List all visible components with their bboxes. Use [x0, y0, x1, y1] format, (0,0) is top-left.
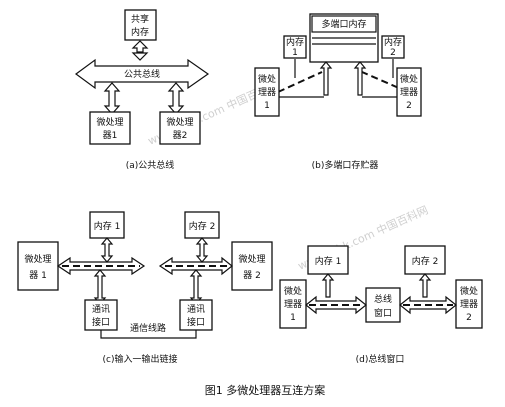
panel-a-caption: (a)公共总线	[126, 159, 175, 171]
panel-c-port1-label-1: 通讯	[92, 304, 110, 315]
bus-window-label-2: 窗口	[374, 307, 392, 319]
panel-d-mem1-box	[307, 245, 349, 275]
panel-d-cpu2-label-1: 微处	[460, 285, 478, 297]
panel-c-cpu2-box	[231, 241, 273, 291]
panel-a-cpu2-label-1: 微处理	[166, 116, 193, 128]
panel-c-mem2-label: 内存 2	[189, 220, 216, 232]
cpu1-bus-arrow	[103, 82, 121, 115]
panel-d-mem2-label: 内存 2	[412, 255, 439, 267]
panel-d-caption: (d)总线窗口	[356, 353, 405, 365]
panel-d-bus1	[305, 295, 367, 315]
memory-bus-arrow	[131, 40, 149, 61]
cpu2-bus-arrow	[167, 82, 185, 115]
panel-c-mem2-box	[184, 211, 220, 239]
panel-b-cpu1-label-1: 微处	[258, 73, 276, 85]
panel-b-cpu2-label-2: 理器	[400, 87, 418, 98]
shared-memory-label-1: 共享	[131, 13, 149, 25]
panel-c-cpu1-label-1: 微处理	[24, 253, 51, 265]
panel-c-cpu2-label-1: 微处理	[238, 253, 265, 265]
multiport-memory-header	[311, 15, 377, 33]
panel-c-port2-box	[179, 299, 213, 331]
panel-b-cpu2-label-1: 微处	[400, 73, 418, 85]
panel-d-bus-window: 内存 1 内存 2 微处 理器 1 总线 窗口 微处 理器 2 (d)总线窗口	[279, 245, 483, 365]
panel-c-cpu1-box	[17, 241, 59, 291]
panel-a-cpu1-label-1: 微处理	[96, 116, 123, 128]
panel-c-mem1-box	[89, 211, 125, 239]
panel-a-cpu1-box	[89, 111, 131, 145]
panel-c-cpu1-label-2: 器 1	[29, 270, 47, 281]
figure-title: 图1 多微处理器互连方案	[205, 383, 326, 397]
panel-a-common-bus: 共享 内存 公共总线 微处理 器1 微处理 器2 (a)公共总线	[74, 9, 210, 171]
panel-b-cpu1-label-2: 理器	[258, 87, 276, 98]
bus-label: 公共总线	[124, 68, 160, 80]
panel-c-port2-label-1: 通讯	[187, 304, 205, 315]
panel-d-cpu1-label-1: 微处	[284, 285, 302, 297]
panel-b-mem2-label-2: 2	[390, 48, 396, 58]
panel-b-cpu2-box	[396, 67, 422, 117]
bus-window-label-1: 总线	[374, 293, 392, 305]
panel-b-arrows	[277, 59, 409, 98]
panel-b-cpu1-label-3: 1	[264, 101, 270, 111]
panel-c-port1-label-2: 接口	[92, 316, 110, 328]
panel-b-cpu2-label-3: 2	[406, 101, 412, 111]
panel-c-caption: (c)输入一输出链接	[103, 353, 178, 365]
panel-d-cpu2-label-3: 2	[466, 313, 472, 323]
panel-c-io-link: 内存 1 内存 2 微处理 器 1 微处理 器 2 通讯 接口 通讯 接口 通信…	[17, 211, 273, 365]
panel-d-cpu1-label-3: 1	[290, 313, 296, 323]
panel-c-bus1	[56, 256, 146, 276]
panel-b-mem1-box	[283, 35, 307, 59]
panel-d-mem1-label: 内存 1	[315, 255, 342, 267]
panel-c-bus2	[158, 256, 233, 276]
comm-link	[100, 330, 197, 339]
panel-c-port1-box	[84, 299, 118, 331]
panel-b-cpu1-box	[254, 67, 280, 117]
panel-d-bus2	[399, 295, 457, 315]
comm-link-label: 通信线路	[130, 322, 166, 334]
panel-b-mem1-label-2: 1	[292, 48, 298, 58]
panel-d-cpu2-label-2: 理器	[460, 299, 478, 310]
panel-d-cpu1-box	[279, 279, 307, 329]
panel-b-mem2-box	[381, 35, 405, 59]
panel-b-multiport-memory: 多端口内存 内存 1 内存 2 微处 理器 1 微处 理器 2 (b)多端口存贮…	[254, 13, 422, 171]
panel-d-cpu2-box	[455, 279, 483, 329]
multiport-memory-label: 多端口内存	[321, 18, 366, 30]
panel-c-cpu2-label-2: 器 2	[243, 270, 261, 281]
shared-memory-label-2: 内存	[131, 26, 149, 38]
panel-b-mem2-label-1: 内存	[384, 36, 402, 48]
panel-a-cpu2-box	[159, 111, 201, 145]
panel-c-mem1-label: 内存 1	[94, 220, 121, 232]
shared-memory-box	[124, 9, 157, 41]
panel-b-caption: (b)多端口存贮器	[312, 159, 379, 171]
panel-a-cpu1-label-2: 器1	[103, 130, 118, 141]
panel-c-port2-label-2: 接口	[187, 316, 205, 328]
common-bus	[74, 58, 210, 90]
panel-a-cpu2-label-2: 器2	[173, 130, 188, 141]
panel-d-cpu1-label-2: 理器	[284, 299, 302, 310]
panel-d-mem2-box	[404, 245, 446, 275]
panel-b-mem1-label-1: 内存	[286, 36, 304, 48]
